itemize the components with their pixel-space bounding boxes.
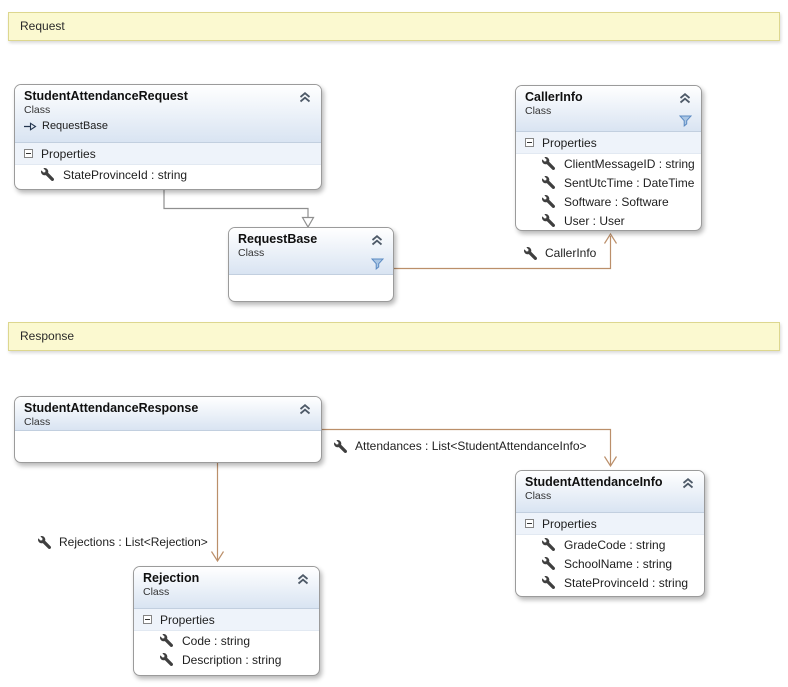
property-member-label: ClientMessageID : string [564,156,695,171]
association-attendances[interactable] [322,428,612,466]
compartment-properties[interactable]: Properties [516,132,701,154]
property-member[interactable]: Description : string [134,650,319,669]
collapse-chevron-icon[interactable] [679,93,691,104]
class-header: StudentAttendanceResponse Class [15,397,321,431]
association-label-text: CallerInfo [545,246,597,260]
inheritance-arrowhead [301,216,315,229]
class-title: StudentAttendanceInfo [525,475,663,489]
expander-minus-icon[interactable] [143,615,152,624]
class-title: Rejection [143,571,200,585]
property-member[interactable]: Software : Software [516,192,701,211]
association-rejections-arrowhead [210,551,225,563]
property-member[interactable]: ClientMessageID : string [516,154,701,173]
class-title: RequestBase [238,232,318,246]
class-header: RequestBase Class [229,228,393,275]
class-stereotype: Class [525,105,552,117]
association-callerinfo[interactable] [394,236,612,270]
banner-request-label: Request [20,19,65,33]
wrench-icon [524,246,537,260]
class-student-attendance-response[interactable]: StudentAttendanceResponse Class [14,396,322,463]
filter-icon[interactable] [678,115,693,127]
compartment-label: Properties [542,135,597,150]
wrench-icon [160,653,173,666]
class-header: StudentAttendanceInfo Class [516,471,704,513]
class-stereotype: Class [24,104,51,116]
class-title: CallerInfo [525,90,583,104]
property-member[interactable]: GradeCode : string [516,535,704,554]
base-type-row: RequestBase [24,120,313,132]
property-member[interactable]: StateProvinceId : string [15,165,321,184]
association-label-text: Rejections : List<Rejection> [59,535,208,549]
wrench-icon [542,557,555,570]
collapse-chevron-icon[interactable] [682,478,694,489]
banner-response[interactable]: Response [8,322,780,351]
compartment-properties[interactable]: Properties [15,143,321,165]
collapse-chevron-icon[interactable] [299,404,311,415]
property-member-label: StateProvinceId : string [564,575,689,590]
association-label-rejections[interactable]: Rejections : List<Rejection> [38,535,208,549]
collapse-chevron-icon[interactable] [297,574,309,585]
wrench-icon [542,157,555,170]
class-student-attendance-info[interactable]: StudentAttendanceInfo Class Properties G… [515,470,705,597]
compartment-properties[interactable]: Properties [516,513,704,535]
property-member-label: StateProvinceId : string [63,167,188,182]
property-member-label: GradeCode : string [564,537,666,552]
collapse-chevron-icon[interactable] [371,235,383,246]
association-label-callerinfo[interactable]: CallerInfo [524,246,596,260]
wrench-icon [542,538,555,551]
collapse-chevron-icon[interactable] [299,92,311,103]
property-member[interactable]: SentUtcTime : DateTime [516,173,701,192]
wrench-icon [334,439,347,453]
property-member[interactable]: Code : string [134,631,319,650]
class-rejection[interactable]: Rejection Class Properties Code : string… [133,566,320,676]
banner-request[interactable]: Request [8,12,780,41]
compartment-properties[interactable]: Properties [134,609,319,631]
class-header: Rejection Class [134,567,319,609]
property-member[interactable]: StateProvinceId : string [516,573,704,592]
class-header: StudentAttendanceRequest Class RequestBa… [15,85,321,143]
inheritance-arrow-icon [24,121,37,131]
class-title: StudentAttendanceResponse [24,401,199,415]
association-label-attendances[interactable]: Attendances : List<StudentAttendanceInfo… [334,439,587,453]
property-member[interactable]: User : User [516,211,701,230]
expander-minus-icon[interactable] [525,138,534,147]
property-member-label: Code : string [182,633,251,648]
compartment-label: Properties [41,146,96,161]
class-student-attendance-request[interactable]: StudentAttendanceRequest Class RequestBa… [14,84,322,190]
class-caller-info[interactable]: CallerInfo Class Properties ClientMessag… [515,85,702,231]
class-request-base[interactable]: RequestBase Class [228,227,394,302]
expander-minus-icon[interactable] [525,519,534,528]
association-callerinfo-arrowhead [603,232,618,244]
wrench-icon [542,576,555,589]
class-stereotype: Class [143,586,170,598]
compartment-label: Properties [542,516,597,531]
property-member-label: Software : Software [564,194,669,209]
class-stereotype: Class [24,416,51,428]
banner-response-label: Response [20,329,75,343]
inheritance-connector[interactable] [163,190,309,218]
wrench-icon [160,634,173,647]
class-header: CallerInfo Class [516,86,701,132]
property-member-label: Description : string [182,652,282,667]
property-member-label: User : User [564,213,625,228]
wrench-icon [41,168,54,181]
wrench-icon [38,535,51,549]
base-type-label: RequestBase [42,120,109,132]
wrench-icon [542,195,555,208]
expander-minus-icon[interactable] [24,149,33,158]
class-stereotype: Class [238,247,265,259]
wrench-icon [542,176,555,189]
property-member-label: SentUtcTime : DateTime [564,175,695,190]
association-attendances-arrowhead [603,456,618,468]
class-stereotype: Class [525,490,552,502]
compartment-label: Properties [160,612,215,627]
class-title: StudentAttendanceRequest [24,89,188,103]
association-label-text: Attendances : List<StudentAttendanceInfo… [355,439,587,453]
filter-icon[interactable] [370,258,385,270]
property-member[interactable]: SchoolName : string [516,554,704,573]
wrench-icon [542,214,555,227]
property-member-label: SchoolName : string [564,556,673,571]
